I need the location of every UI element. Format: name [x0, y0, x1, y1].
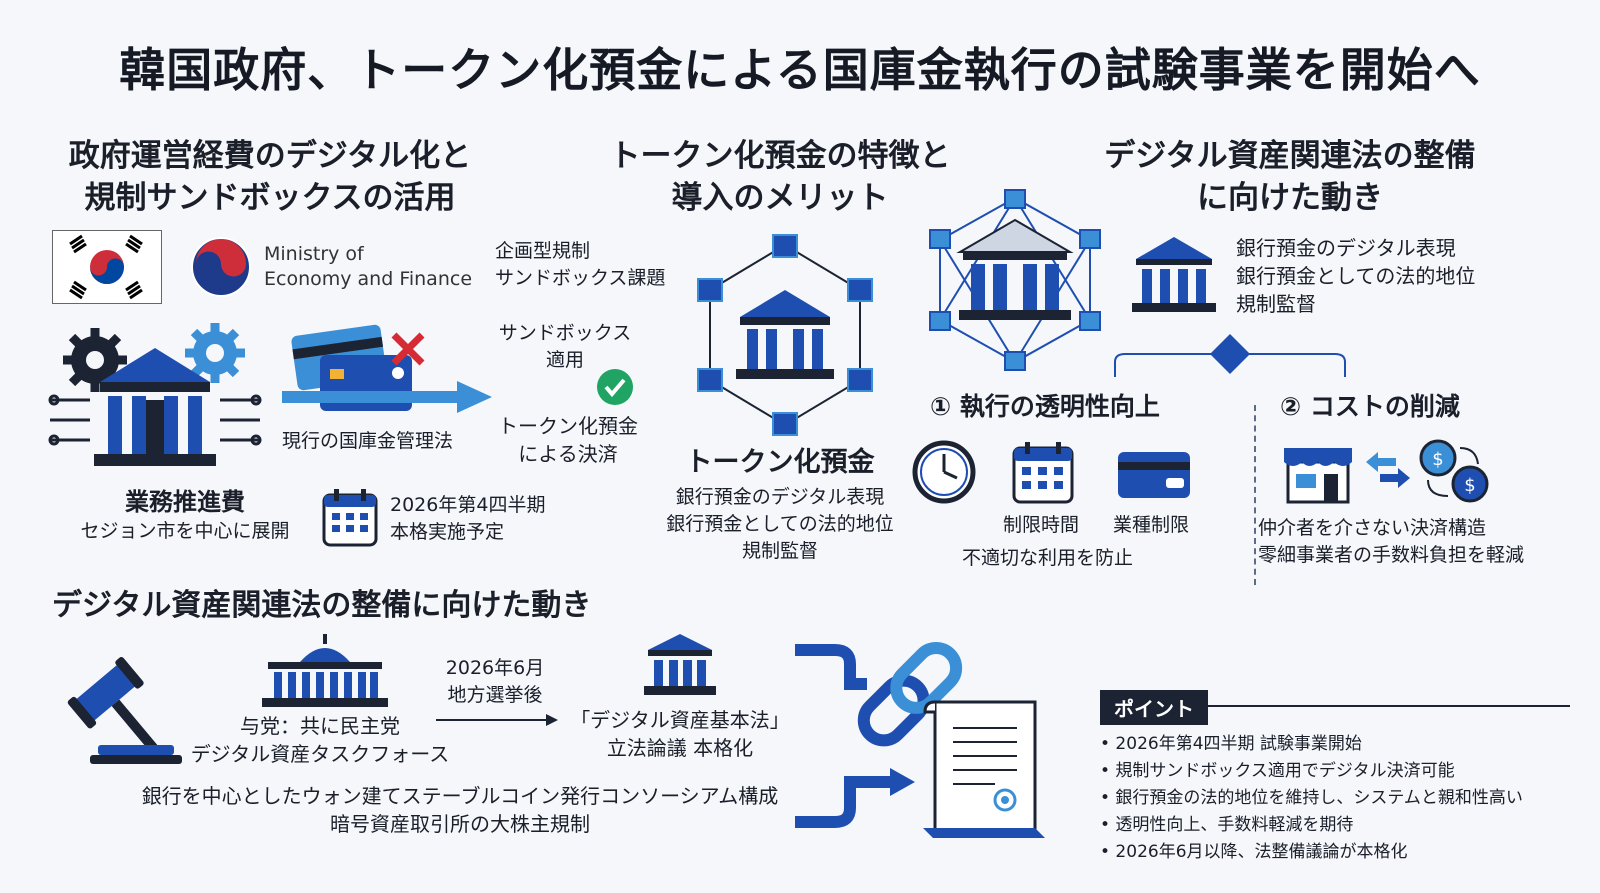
section3-feature-item: 規制監督 — [1236, 292, 1316, 316]
check-icon — [597, 369, 633, 405]
industry-limit-label: 業種制限 — [1113, 514, 1190, 536]
calendar-icon — [322, 489, 378, 547]
clock-icon — [912, 440, 976, 504]
section3-feature-list: 銀行預金のデジタル表現 銀行預金としての法的地位 規制監督 — [1236, 234, 1475, 318]
bank-network-icon — [929, 189, 1101, 371]
sandbox-apply-label: サンドボックス 適用 — [495, 320, 635, 374]
ministry-name-line1: Ministry of — [264, 243, 364, 265]
section2-heading-line2: 導入のメリット — [671, 180, 889, 216]
token-deposit-title: トークン化預金 — [685, 447, 875, 478]
cost-line2: 零細事業者の手数料負担を軽減 — [1258, 544, 1525, 566]
section3-heading-line1: デジタル資産関連法の整備 — [1104, 138, 1476, 174]
section2-feature-item: 規制監督 — [741, 540, 818, 562]
section2-heading-line1: トークン化預金の特徴と — [609, 138, 951, 174]
bank-gears-icon — [48, 323, 262, 466]
election-line2: 地方選挙後 — [447, 684, 543, 706]
exchange-arrows-icon — [1366, 452, 1410, 488]
business-expense-title: 業務推進費 — [125, 488, 245, 516]
points-item: • 銀行預金の法的地位を維持し、システムと親和性高い — [1100, 788, 1523, 808]
points-list: • 2026年第4四半期 試験事業開始 • 規制サンドボックス適用でデジタル決済… — [1100, 731, 1570, 866]
section1-heading-line1: 政府運営経費のデジタル化と — [68, 138, 472, 174]
chain-document-icon — [795, 642, 1045, 838]
credit-card-cross-icon — [282, 324, 492, 413]
section3-heading: デジタル資産関連法の整備 に向けた動き — [1070, 135, 1510, 219]
bank-icon — [1132, 237, 1216, 312]
svg-text:$: $ — [1432, 449, 1443, 470]
election-label: 2026年6月 地方選挙後 — [425, 655, 565, 709]
section2-heading: トークン化預金の特徴と 導入のメリット — [570, 135, 990, 219]
benefit2-title: ② コストの削減 — [1280, 392, 1460, 421]
national-assembly-icon — [262, 634, 388, 707]
sandbox-task-line1: 企画型規制 — [495, 240, 591, 262]
benefit1-title: ① 執行の透明性向上 — [930, 392, 1160, 421]
government-building-icon — [644, 634, 716, 695]
ruling-party-label: 与党：共に民主党 デジタル資産タスクフォース — [185, 712, 455, 768]
calendar-limit-icon — [1012, 442, 1074, 504]
svg-text:$: $ — [1464, 475, 1475, 496]
ministry-logo-icon — [191, 237, 251, 297]
points-item: • 2026年第4四半期 試験事業開始 — [1100, 734, 1362, 754]
payment-card-icon — [1118, 452, 1190, 498]
current-law-label: 現行の国庫金管理法 — [282, 430, 454, 452]
business-expense: 業務推進費 セジョン市を中心に展開 — [60, 486, 310, 545]
points-box: ポイント • 2026年第4四半期 試験事業開始 • 規制サンドボックス適用でデ… — [1100, 690, 1570, 866]
section2-feature-item: 銀行預金としての法的地位 — [666, 513, 894, 535]
ministry-name: Ministry of Economy and Finance — [264, 242, 472, 292]
shop-icon — [1284, 448, 1352, 504]
ministry-name-line2: Economy and Finance — [264, 268, 473, 290]
benefit-divider — [1254, 405, 1256, 585]
section2-feature-list: 銀行預金のデジタル表現 銀行預金としての法的地位 規制監督 — [640, 484, 920, 565]
sandbox-apply-line2: 適用 — [545, 349, 584, 371]
token-settlement-label: トークン化預金 による決済 — [488, 412, 648, 468]
sandbox-apply-line1: サンドボックス — [498, 322, 632, 344]
digital-asset-law-line1: 「デジタル資産基本法」 — [570, 708, 790, 732]
points-item: • 2026年6月以降、法整備議論が本格化 — [1100, 842, 1408, 862]
points-item: • 透明性向上、手数料軽減を期待 — [1100, 815, 1354, 835]
section3-heading-line2: に向けた動き — [1197, 180, 1383, 216]
sandbox-task-line2: サンドボックス課題 — [495, 267, 666, 289]
prevent-misuse-label: 不適切な利用を防止 — [962, 547, 1134, 569]
section2-feature-item: 銀行預金のデジタル表現 — [675, 486, 885, 508]
section3-feature-item: 銀行預金のデジタル表現 — [1236, 236, 1456, 260]
timeline-arrow — [436, 714, 558, 726]
points-divider — [1190, 705, 1570, 707]
election-line1: 2026年6月 — [445, 657, 545, 679]
exchange-note: 暗号資産取引所の大株主規制 — [330, 812, 590, 836]
section1-heading-line2: 規制サンドボックスの活用 — [84, 180, 456, 216]
korea-flag-icon — [52, 230, 162, 304]
ruling-party-line2: デジタル資産タスクフォース — [190, 742, 450, 766]
schedule-line2: 本格実施予定 — [390, 521, 505, 543]
cost-description: 仲介者を介さない決済構造 零細事業者の手数料負担を軽減 — [1258, 515, 1524, 569]
gavel-icon — [67, 657, 182, 764]
section4-notes: 銀行を中心としたウォン建てステーブルコイン発行コンソーシアム構成 暗号資産取引所… — [110, 782, 810, 838]
section4-heading: デジタル資産関連法の整備に向けた動き — [52, 588, 592, 623]
business-expense-sub: セジョン市を中心に展開 — [80, 520, 290, 542]
page-title: 韓国政府、トークン化預金による国庫金執行の試験事業を開始へ — [119, 43, 1481, 97]
bracket-connector — [1114, 334, 1346, 377]
section3-feature-item: 銀行預金としての法的地位 — [1236, 264, 1476, 288]
token-settlement-line1: トークン化預金 — [498, 414, 638, 438]
token-network-icon — [697, 234, 873, 436]
points-label: ポイント — [1100, 690, 1208, 725]
digital-asset-law-line2: 立法論議 本格化 — [606, 736, 754, 760]
ruling-party-line1: 与党：共に民主党 — [240, 714, 400, 738]
token-settlement-line2: による決済 — [518, 442, 618, 466]
section1-heading: 政府運営経費のデジタル化と 規制サンドボックスの活用 — [30, 135, 510, 219]
coins-icon: $ $ — [1419, 439, 1489, 503]
schedule-label: 2026年第4四半期 本格実施予定 — [390, 492, 545, 546]
digital-asset-law-label: 「デジタル資産基本法」 立法論議 本格化 — [560, 706, 800, 762]
sandbox-task-label: 企画型規制 サンドボックス課題 — [495, 238, 665, 292]
stablecoin-note: 銀行を中心としたウォン建てステーブルコイン発行コンソーシアム構成 — [141, 784, 779, 808]
schedule-line1: 2026年第4四半期 — [390, 494, 546, 516]
points-item: • 規制サンドボックス適用でデジタル決済可能 — [1100, 761, 1455, 781]
cost-line1: 仲介者を介さない決済構造 — [1258, 517, 1487, 539]
time-limit-label: 制限時間 — [1003, 514, 1080, 536]
